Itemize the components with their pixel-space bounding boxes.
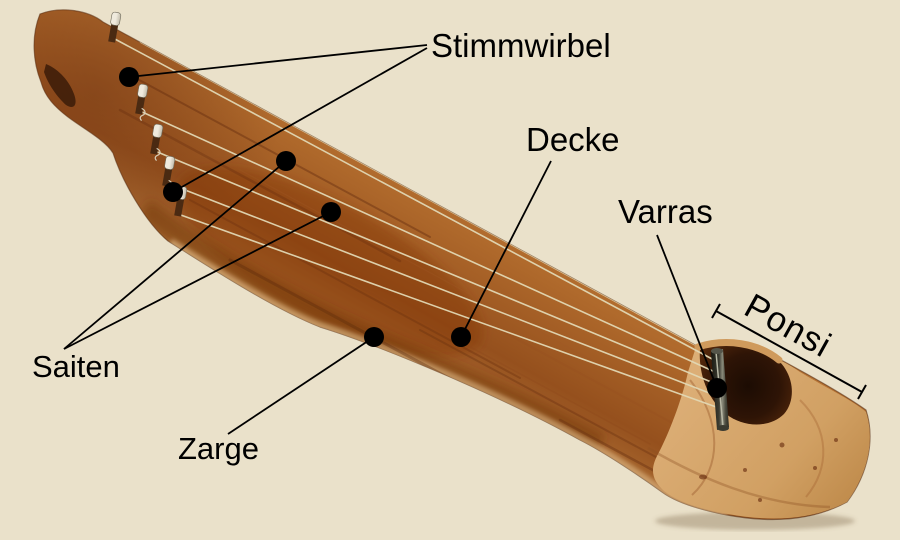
callout-dots — [119, 67, 727, 398]
dot-zarge — [364, 327, 384, 347]
strings — [112, 37, 720, 409]
dot-varras — [707, 378, 727, 398]
head-scroll-notch — [44, 64, 76, 107]
ponsi-lip — [694, 339, 783, 364]
dot-saiten-1 — [276, 151, 296, 171]
dot-decke — [451, 327, 471, 347]
label-saiten: Saiten — [32, 349, 120, 384]
callout-line-saiten-1 — [63, 160, 287, 350]
callout-line-varras — [656, 234, 718, 389]
callout-line-stimmwirbel-2 — [172, 47, 428, 193]
callout-line-decke — [460, 160, 552, 338]
tuning-pegs — [108, 11, 188, 217]
label-varras: Varras — [618, 193, 713, 230]
label-decke: Decke — [526, 121, 620, 158]
label-zarge: Zarge — [178, 431, 259, 466]
string — [112, 37, 715, 361]
callout-lines — [63, 44, 718, 435]
string — [166, 182, 718, 397]
string — [139, 110, 716, 373]
tuning-peg — [150, 123, 164, 161]
dot-stimmwirbel-2 — [163, 182, 183, 202]
dot-stimmwirbel-1 — [119, 67, 139, 87]
callout-line-stimmwirbel-1 — [128, 44, 428, 78]
callout-line-zarge — [227, 336, 375, 435]
label-stimmwirbel: Stimmwirbel — [431, 27, 611, 64]
string — [177, 213, 720, 409]
tuning-peg — [108, 11, 122, 43]
callout-line-saiten-2 — [63, 211, 332, 350]
ponsi-dimension-line — [711, 303, 867, 400]
mid-shading — [177, 167, 483, 357]
dot-saiten-2 — [321, 202, 341, 222]
tuning-peg — [135, 83, 149, 121]
string — [154, 150, 717, 385]
